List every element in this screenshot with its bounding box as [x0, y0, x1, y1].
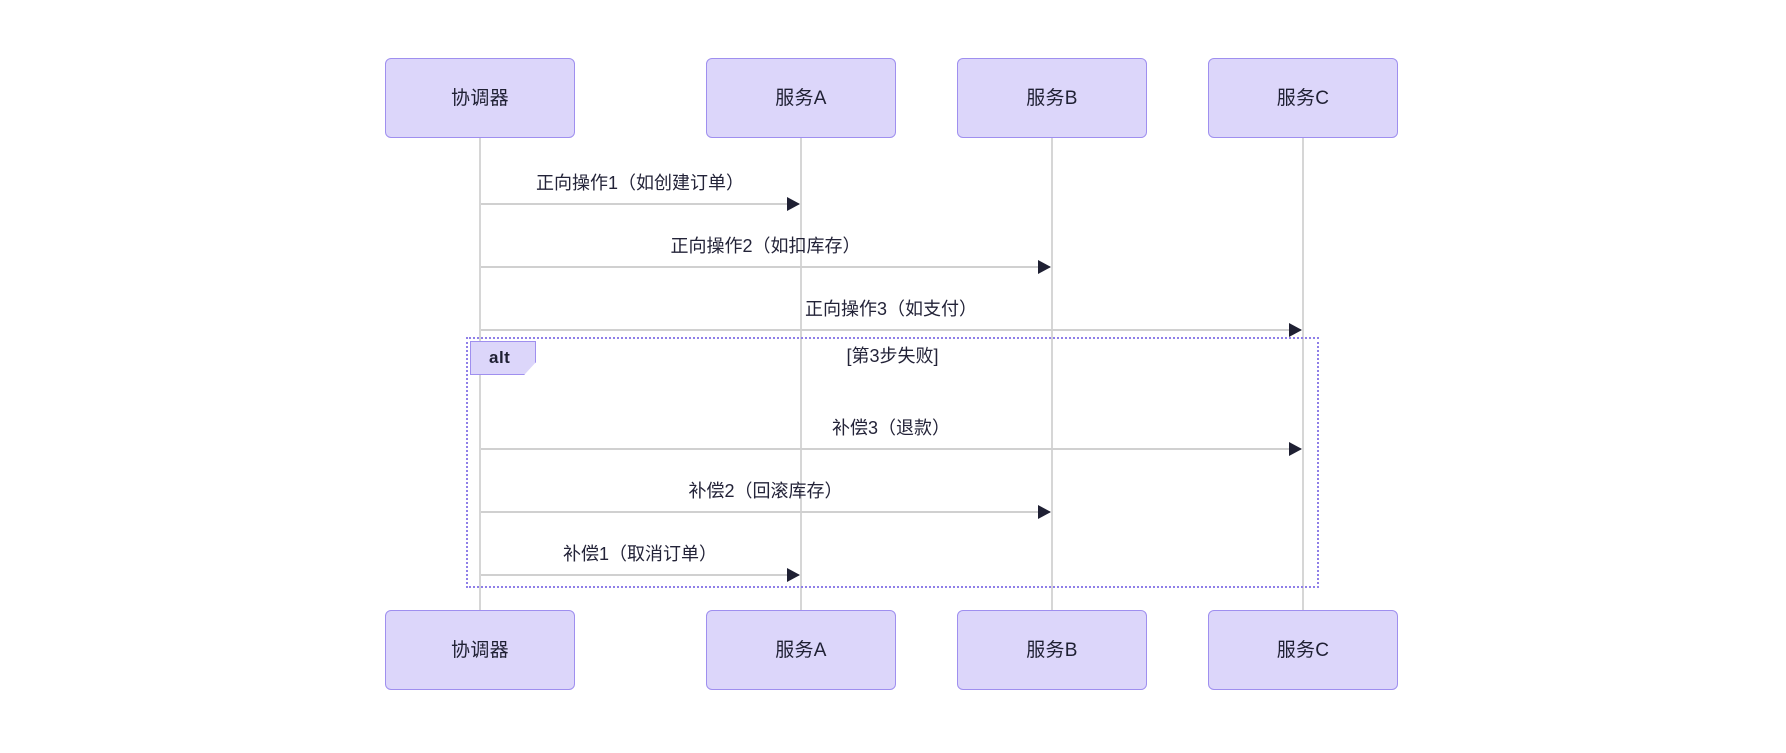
participant-serviceB-bottom[interactable]: 服务B — [957, 610, 1147, 690]
message-label: 正向操作3（如支付） — [804, 299, 977, 320]
message-line — [481, 511, 1050, 513]
lifeline-serviceA — [800, 138, 803, 610]
participant-serviceA-top[interactable]: 服务A — [706, 58, 896, 138]
message-label: 补偿2（回滚库存） — [688, 481, 843, 502]
participant-label: 服务A — [775, 639, 827, 661]
participant-label: 服务B — [1026, 639, 1078, 661]
arrowhead-icon — [1289, 322, 1302, 337]
participant-serviceC-bottom[interactable]: 服务C — [1208, 610, 1398, 690]
message-line — [481, 448, 1301, 450]
participant-label: 协调器 — [451, 639, 509, 661]
participant-label: 服务A — [775, 87, 827, 109]
participant-label: 服务C — [1276, 639, 1330, 661]
alt-fragment-keyword: alt — [489, 348, 511, 367]
message-line — [481, 266, 1050, 268]
arrowhead-icon — [787, 567, 800, 582]
alt-fragment-tag[interactable]: alt — [470, 341, 536, 375]
arrowhead-icon — [787, 196, 800, 211]
lifeline-serviceC — [1302, 138, 1305, 610]
alt-fragment-box — [466, 337, 1319, 588]
lifeline-serviceB — [1051, 138, 1054, 610]
alt-fragment-condition: [第3步失败] — [846, 346, 939, 366]
participant-serviceA-bottom[interactable]: 服务A — [706, 610, 896, 690]
participant-label: 服务B — [1026, 87, 1078, 109]
message-line — [481, 574, 799, 576]
message-label: 正向操作1（如创建订单） — [535, 173, 744, 194]
arrowhead-icon — [1038, 259, 1051, 274]
message-label: 补偿1（取消订单） — [562, 544, 717, 565]
message-line — [481, 329, 1301, 331]
arrowhead-icon — [1038, 504, 1051, 519]
participant-coordinator-top[interactable]: 协调器 — [385, 58, 575, 138]
participant-coordinator-bottom[interactable]: 协调器 — [385, 610, 575, 690]
message-line — [481, 203, 799, 205]
message-label: 补偿3（退款） — [831, 418, 950, 439]
arrowhead-icon — [1289, 441, 1302, 456]
message-label: 正向操作2（如扣库存） — [670, 236, 861, 257]
participant-serviceB-top[interactable]: 服务B — [957, 58, 1147, 138]
participant-label: 协调器 — [451, 87, 509, 109]
participant-label: 服务C — [1276, 87, 1330, 109]
participant-serviceC-top[interactable]: 服务C — [1208, 58, 1398, 138]
